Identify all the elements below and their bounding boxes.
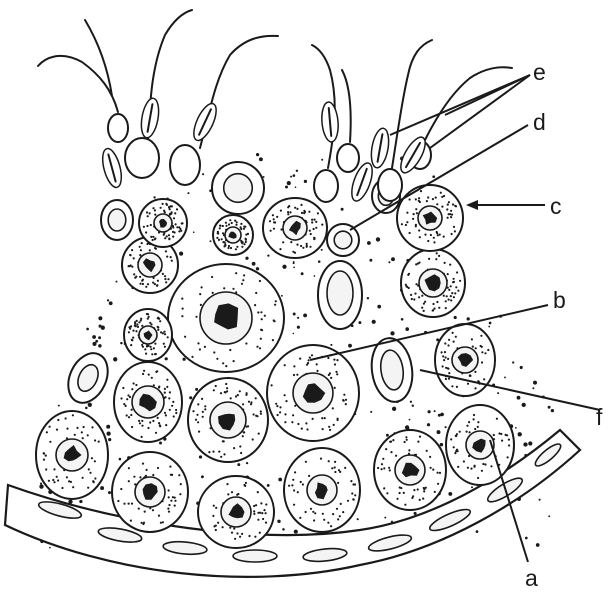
label-f: f [596, 404, 603, 430]
spermatozoa [38, 10, 512, 204]
label-a: a [525, 565, 538, 591]
spermatozoon [170, 36, 278, 185]
spermatogonium [36, 411, 108, 499]
spermatocyte [168, 264, 284, 372]
spermatogonium [198, 476, 274, 548]
spermatocyte [397, 185, 463, 251]
spermatocyte [124, 309, 172, 361]
sperm-midpiece [99, 147, 125, 190]
sperm-midpiece [189, 100, 220, 143]
spermatid [212, 162, 264, 214]
spermatocyte [139, 199, 187, 247]
primary-spermatocytes [114, 185, 465, 462]
spermatid [101, 200, 133, 240]
label-e: e [533, 59, 546, 85]
label-b: b [553, 287, 566, 313]
spermatozoon [337, 70, 359, 172]
spermatozoon [38, 56, 128, 142]
arrowhead-c [466, 200, 478, 210]
spermatocyte [114, 362, 182, 442]
spermatocyte [401, 249, 465, 317]
spermatogonium [112, 452, 188, 532]
label-d: d [533, 109, 546, 135]
spermatozoon [85, 20, 112, 96]
spermatogonium [284, 448, 360, 532]
spermatogonium [374, 430, 446, 510]
label-c: c [550, 193, 562, 219]
spermatid [327, 224, 359, 256]
sperm-midpiece [139, 97, 162, 139]
spermatozoon [409, 67, 512, 169]
sperm-midpiece [320, 101, 339, 142]
spermatocyte [213, 215, 253, 255]
spermatocyte [263, 198, 327, 258]
spermatocyte [188, 378, 268, 462]
sperm-midpiece [369, 127, 392, 169]
spermatogonium [446, 405, 514, 485]
